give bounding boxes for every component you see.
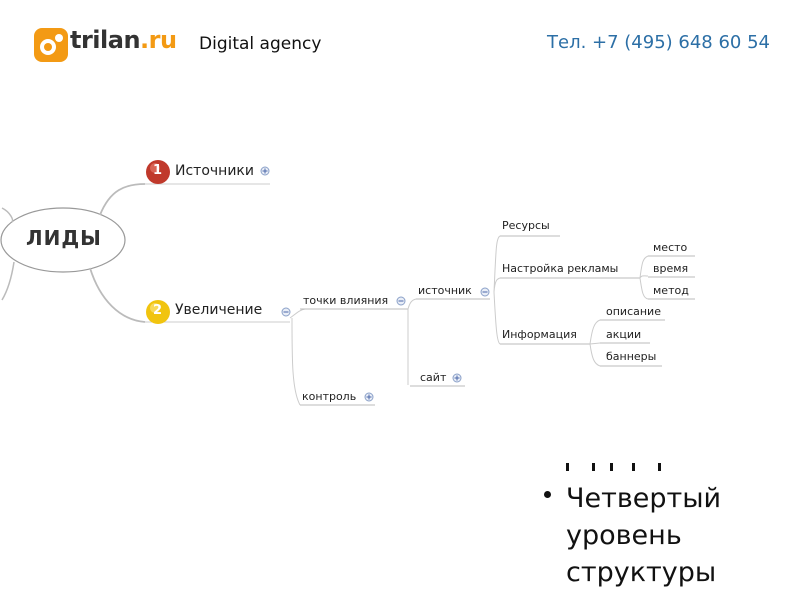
connector-branch-1 — [99, 183, 146, 216]
node-nastroika-reklamy[interactable]: Настройка рекламы — [502, 262, 619, 275]
connector-level3 — [407, 298, 417, 385]
node-resursy[interactable]: Ресурсы — [502, 219, 550, 232]
connector-level5-lower — [589, 319, 601, 367]
header: trilan.ru Digital agency Тел. +7 (495) 6… — [0, 0, 800, 80]
badge-1-icon — [146, 160, 170, 184]
phone-number[interactable]: Тел. +7 (495) 648 60 54 — [547, 32, 771, 53]
logo-name: trilan — [70, 26, 141, 54]
clipped-text-remnant — [562, 463, 672, 471]
expand-toggle-kontrol-icon — [364, 392, 374, 402]
bullet-dot-icon — [544, 491, 551, 498]
collapse-toggle-istochnik-icon — [480, 287, 490, 297]
node-istochnik[interactable]: источник — [418, 284, 472, 297]
node-bannery[interactable]: баннеры — [606, 350, 657, 363]
expand-toggle-sait-icon — [452, 373, 462, 383]
node-tochki-vliyaniya[interactable]: точки влияния — [303, 294, 389, 307]
node-metod[interactable]: метод — [653, 284, 689, 297]
center-node-shape — [0, 207, 126, 273]
node-sait[interactable]: сайт — [420, 371, 447, 384]
connector-left-lower — [1, 261, 15, 301]
trilan-logo-icon — [34, 28, 68, 62]
bullet-item: Четвертый уровень структуры — [566, 483, 722, 588]
expand-toggle-istochniki-icon — [260, 166, 270, 176]
badge-2-icon — [146, 300, 170, 324]
node-kontrol[interactable]: контроль — [302, 390, 357, 403]
collapse-toggle-tochki-icon — [396, 296, 406, 306]
connector-left-upper — [1, 207, 14, 223]
badge-2-number: 2 — [153, 303, 163, 318]
branch-istochniki[interactable]: Источники — [175, 163, 254, 179]
collapse-toggle-uvelichenie-icon — [281, 307, 291, 317]
node-mesto[interactable]: место — [653, 241, 688, 254]
branch-uvelichenie[interactable]: Увеличение — [175, 302, 263, 318]
logo-tld: .ru — [140, 26, 177, 54]
node-vremya[interactable]: время — [653, 262, 689, 275]
node-informatsiya[interactable]: Информация — [502, 328, 577, 341]
connector-level4 — [493, 235, 501, 345]
logo-wordmark[interactable]: trilan.ru — [70, 26, 177, 54]
node-aktsii[interactable]: акции — [606, 328, 642, 341]
node-opisanie[interactable]: описание — [606, 305, 661, 318]
tagline: Digital agency — [199, 34, 322, 54]
badge-1-number: 1 — [153, 163, 163, 178]
center-node-label[interactable]: ЛИДЫ — [26, 226, 102, 250]
connector-level5-upper — [639, 255, 649, 300]
connector-branch-2 — [89, 267, 146, 323]
